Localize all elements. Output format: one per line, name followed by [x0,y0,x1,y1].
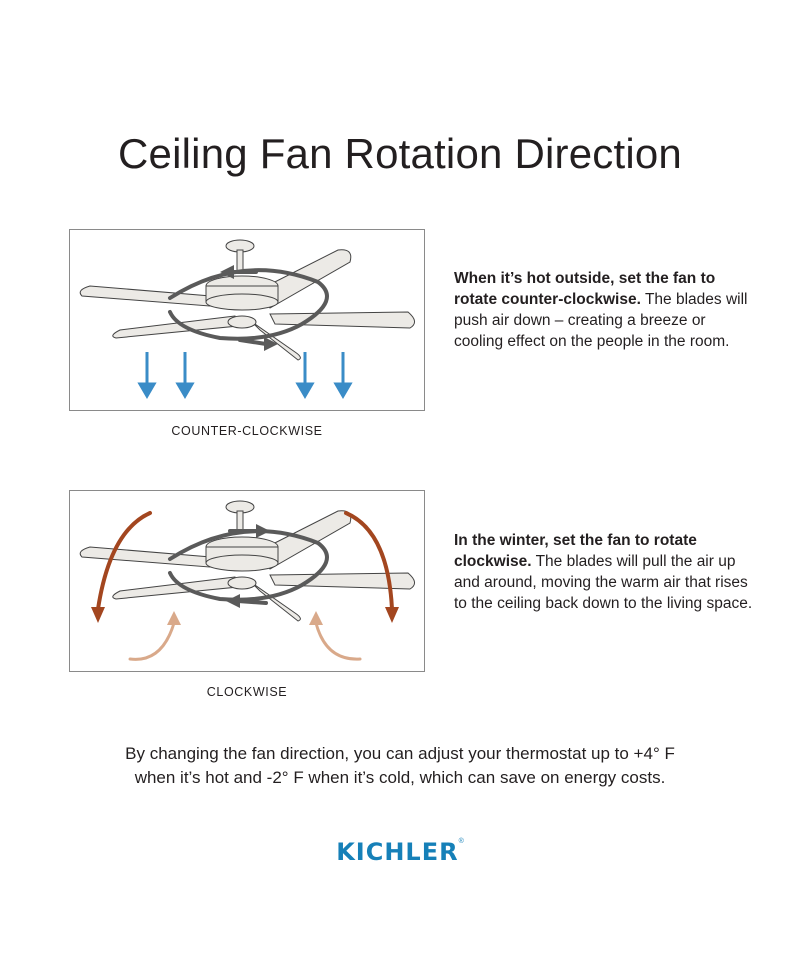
ceiling-fan-illustration [79,239,415,361]
fan-blade [254,249,352,309]
rotation-arrowheads [220,265,278,351]
fan-blade [112,315,239,339]
description-counter-clockwise: When it’s hot outside, set the fan to ro… [454,268,754,352]
fan-blade [269,572,415,590]
description-lead: In the winter, set the fan to rotate clo… [454,532,697,570]
page-title: Ceiling Fan Rotation Direction [118,130,682,177]
rotation-arrowheads [226,524,270,608]
fan-blade [79,285,236,309]
warm-air-down-arrowheads [91,607,399,623]
cool-air-arrows [137,352,353,399]
thermostat-note-line-1: By changing the fan direction, you can a… [125,744,675,763]
clockwise-diagram [69,490,425,672]
description-clockwise: In the winter, set the fan to rotate clo… [454,530,754,614]
fan-blade [251,582,301,622]
ceiling-fan-illustration [79,500,415,622]
rotation-arrow [168,529,329,605]
rising-air-arrowheads [167,611,323,625]
brand-logo: KICHLER® [0,838,800,866]
warm-air-down-arrows [96,511,394,611]
fan-blade [112,576,239,600]
thermostat-note-line-2: when it’s hot and -2° F when it’s cold, … [134,768,666,787]
diagram-caption-clockwise: CLOCKWISE [206,685,288,699]
thermostat-note: By changing the fan direction, you can a… [0,742,800,790]
fan-blade [79,546,236,570]
counter-clockwise-diagram [69,229,425,411]
rotation-arrow [168,268,329,346]
fan-blade [269,311,415,329]
brand-name: KICHLER [336,838,459,866]
fan-blade [251,321,301,361]
description-body: The blades will pull the air up and arou… [454,553,753,612]
description-body: The blades will push air down – creating… [454,291,748,350]
rising-air-arrows [128,621,362,661]
description-lead: When it’s hot outside, set the fan to ro… [454,270,716,308]
registered-mark: ® [458,838,464,845]
diagram-caption-counter-clockwise: COUNTER-CLOCKWISE [171,424,323,438]
